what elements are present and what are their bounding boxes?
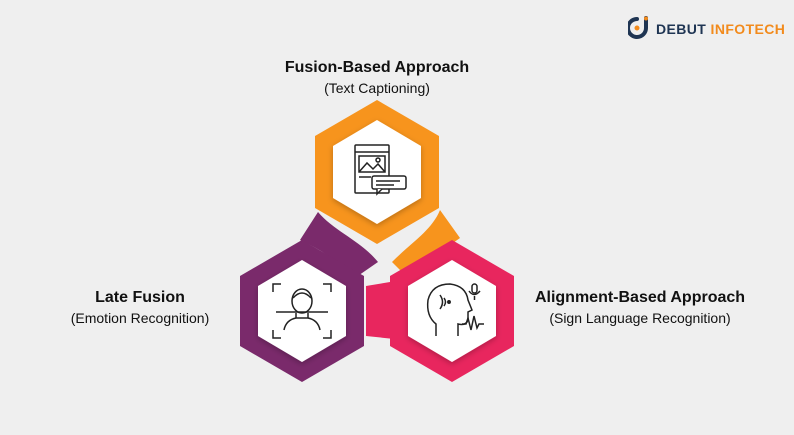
node-title-right: Alignment-Based Approach — [534, 289, 746, 306]
node-label-top: Fusion-Based Approach (Text Captioning) — [267, 58, 487, 98]
node-subtitle-top: (Text Captioning) — [324, 80, 430, 96]
node-hex-top — [315, 100, 439, 244]
node-subtitle-right: (Sign Language Recognition) — [549, 310, 731, 326]
node-title-top: Fusion-Based Approach — [284, 59, 470, 76]
node-hex-right — [390, 240, 514, 382]
node-label-left: Late Fusion (Emotion Recognition) — [40, 288, 240, 328]
face-scan-icon — [272, 283, 332, 339]
node-hex-left — [240, 240, 364, 382]
connector-top-left — [300, 212, 378, 280]
brand-word-2: INFOTECH — [710, 21, 786, 37]
brand-word-1: DEBUT — [656, 21, 707, 37]
brand-logo: DEBUT INFOTECH — [628, 16, 785, 42]
voice-head-icon — [426, 283, 484, 336]
image-caption-icon — [354, 144, 407, 196]
brand-mark-icon — [628, 16, 648, 39]
node-label-right: Alignment-Based Approach (Sign Language … — [520, 288, 760, 328]
connector-top-right — [392, 210, 460, 282]
node-title-left: Late Fusion — [95, 289, 185, 306]
brand-name: DEBUT INFOTECH — [656, 21, 785, 37]
node-subtitle-left: (Emotion Recognition) — [70, 310, 210, 326]
